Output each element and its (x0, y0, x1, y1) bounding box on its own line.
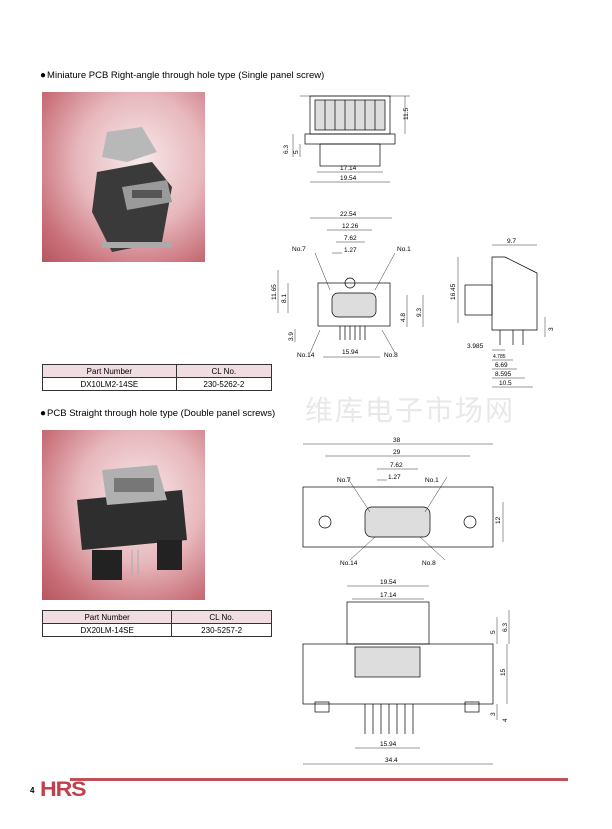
dim-label: 11.65 (271, 284, 278, 300)
dim-label: 6.69 (495, 362, 508, 369)
dim-label: 19.54 (380, 579, 397, 586)
part-number: DX10LM2-14SE (42, 377, 177, 391)
cl-no: 230-5262-2 (175, 377, 273, 391)
dim-label: 3 (548, 327, 555, 331)
dim-label: 38 (393, 437, 401, 444)
dim-label: 1.27 (388, 474, 401, 481)
dim-label: 15.94 (342, 349, 359, 356)
header-part-number: Part Number (42, 364, 177, 378)
watermark: 维库电子市场网 (305, 394, 516, 427)
dim-label: 9.3 (416, 308, 423, 317)
footer-rule (70, 778, 568, 781)
pin-label: No.1 (397, 246, 411, 253)
header-cl-no: CL No. (175, 364, 273, 378)
pin-label: No.8 (384, 352, 398, 359)
dim-label: 4.8 (400, 313, 407, 322)
dim-label: 10.5 (499, 380, 512, 387)
pin-label: No.7 (337, 477, 351, 484)
dim-label: 8.1 (281, 294, 288, 303)
dim-label: 34.4 (385, 757, 398, 764)
dim-label: 11.5 (403, 107, 410, 120)
section1-side-view-drawing: 9.7 16.45 3 3.985 4.785 6.69 8.595 10.5 (450, 238, 555, 388)
dim-label: 3 (490, 712, 497, 716)
pin-label: No.1 (425, 477, 439, 484)
pin-label: No.14 (297, 352, 315, 359)
section1-front-view-drawing: 22.54 12.26 7.62 1.27 11.65 8.1 4.8 9.3 … (271, 211, 424, 359)
dim-label: 7.62 (344, 235, 357, 242)
pin-label: No.14 (340, 560, 358, 567)
header-part-number: Part Number (41, 610, 173, 624)
dim-label: 22.54 (340, 211, 357, 218)
dim-label: 15 (500, 668, 507, 676)
dim-label: 8.595 (495, 371, 512, 378)
dim-label: 16.45 (450, 283, 457, 300)
section1-top-view-drawing: 11.5 6.3 5 17.14 19.54 (283, 95, 410, 183)
part-number: DX20LM-14SE (41, 623, 173, 637)
dim-label: 3.985 (467, 343, 484, 350)
dim-label: 29 (393, 449, 401, 456)
product-photo-dx20 (42, 430, 205, 600)
dim-label: 1.27 (344, 247, 357, 254)
dim-label: 6.3 (502, 623, 509, 632)
dim-label: 4 (502, 718, 509, 722)
section2-title: PCB Straight through hole type (Double p… (47, 408, 276, 419)
pin-label: No.8 (422, 560, 436, 567)
dim-label: 12.26 (342, 223, 359, 230)
page-number: 4 (30, 786, 35, 795)
bullet: ● (40, 70, 47, 81)
dim-label: 19.54 (340, 175, 357, 182)
section1-title: Miniature PCB Right-angle through hole t… (47, 70, 325, 81)
dim-label: 7.62 (390, 462, 403, 469)
dim-label: 9.7 (507, 238, 516, 245)
dim-label: 17.14 (380, 592, 397, 599)
product-photo-dx10 (42, 92, 205, 262)
header-cl-no: CL No. (171, 610, 272, 624)
dim-label: 12 (495, 516, 502, 524)
dim-label: 15.94 (380, 741, 397, 748)
section2-heading: ●PCB Straight through hole type (Double … (40, 408, 275, 419)
dim-label: 17.14 (340, 165, 357, 172)
hrs-logo: HRS (40, 778, 87, 801)
pin-label: No.7 (292, 246, 306, 253)
section2-front-view-drawing: 19.54 17.14 5 6.3 15 3 4 15.94 34.4 (302, 579, 510, 765)
connector-image (77, 465, 187, 580)
dim-label: 5 (293, 150, 300, 154)
dim-label: 4.785 (493, 354, 506, 360)
cl-no: 230-5257-2 (171, 623, 272, 637)
section2-top-view-drawing: 38 29 7.62 1.27 12 No.7 No.1 No.14 No.8 (302, 437, 504, 567)
dim-label: 3.9 (288, 332, 295, 341)
bullet: ● (40, 408, 47, 419)
section1-heading: ●Miniature PCB Right-angle through hole … (40, 70, 324, 81)
dim-label: 6.3 (283, 145, 290, 154)
dim-label: 5 (490, 630, 497, 634)
connector-image (92, 127, 172, 252)
